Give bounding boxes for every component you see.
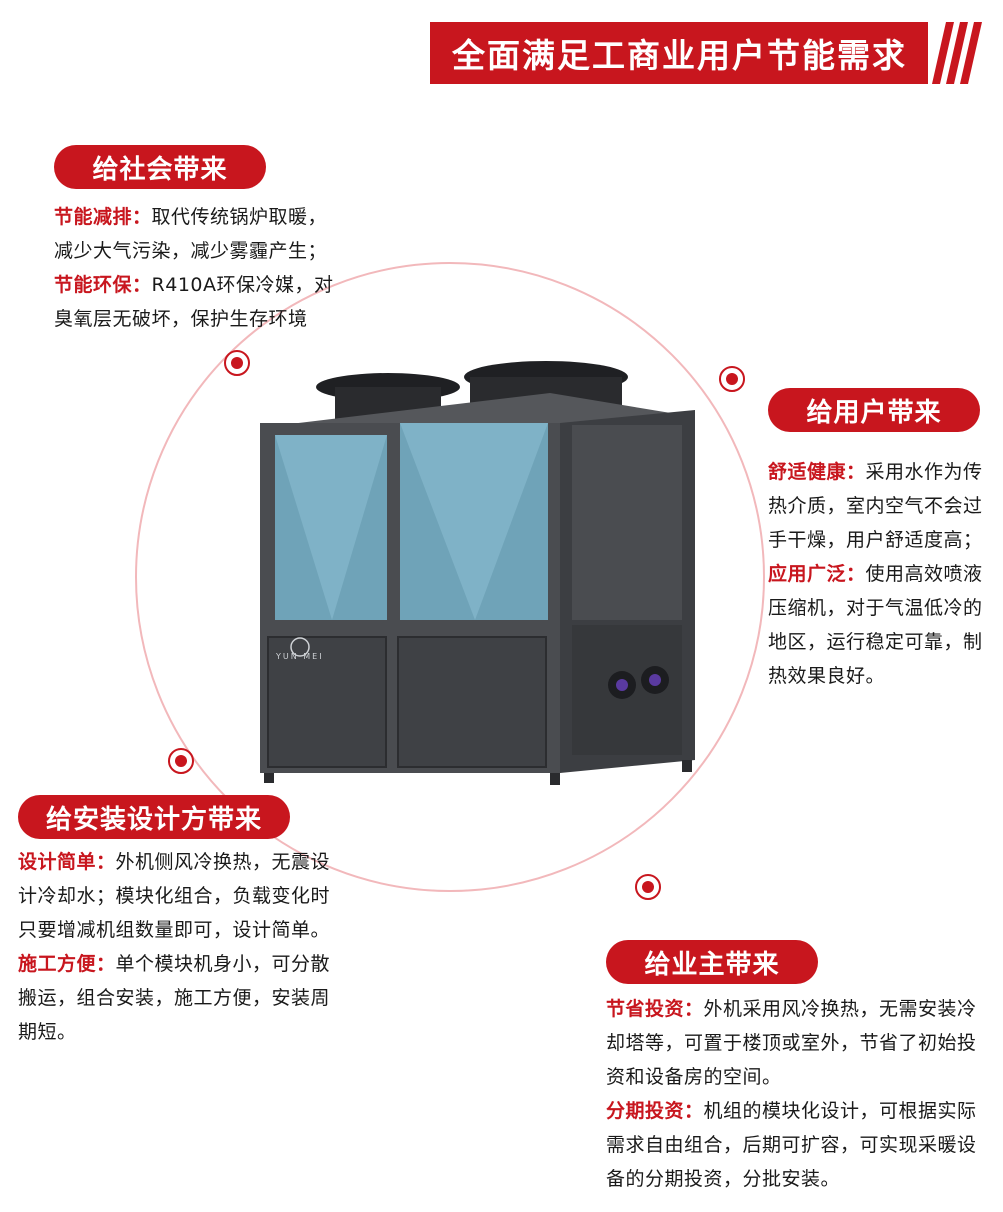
- society-item-2-line-1: R410A环保冷媒，对: [151, 274, 334, 296]
- installer-text: 设计简单：外机侧风冷换热，无震设 计冷却水；模块化组合，负载变化时 只要增减机组…: [18, 845, 358, 1049]
- brand-logo-text: YUN MEI: [276, 652, 324, 661]
- installer-heading-label: 给安装设计方带来: [45, 804, 262, 835]
- installer-item-2-key: 施工方便: [18, 953, 97, 975]
- user-text: 舒适健康：采用水作为传 热介质，室内空气不会过 手干燥，用户舒适度高； 应用广泛…: [768, 455, 998, 693]
- ring-marker-top-left: [224, 350, 250, 376]
- page-title: 全面满足工商业用户节能需求: [452, 36, 907, 75]
- user-item-1-line-1: 采用水作为传: [865, 461, 983, 483]
- user-heading-label: 给用户带来: [806, 397, 942, 428]
- installer-item-1-line-2: 计冷却水；模块化组合，负载变化时: [18, 885, 331, 907]
- user-item-2-line-4: 热效果良好。: [768, 665, 886, 687]
- owner-item-2-key: 分期投资: [606, 1100, 685, 1122]
- society-item-1-key: 节能减排: [54, 206, 133, 228]
- owner-item-1-line-1: 外机采用风冷换热，无需安装冷: [703, 998, 977, 1020]
- user-item-2-line-1: 使用高效喷液: [865, 563, 983, 585]
- ring-marker-bottom-right: [635, 874, 661, 900]
- installer-item-2-line-1: 单个模块机身小，可分散: [115, 953, 331, 975]
- heat-pump-unit-image: [260, 361, 695, 785]
- society-item-2-line-2: 臭氧层无破坏，保护生存环境: [54, 308, 308, 330]
- user-heading: 给用户带来: [768, 388, 980, 432]
- owner-item-1-line-3: 资和设备房的空间。: [606, 1066, 782, 1088]
- owner-heading: 给业主带来: [606, 940, 818, 984]
- ring-marker-bottom-left: [168, 748, 194, 774]
- user-item-1-sep: ：: [846, 461, 866, 483]
- installer-item-1-line-1: 外机侧风冷换热，无震设: [115, 851, 331, 873]
- banner-stripes-decoration: [928, 22, 988, 84]
- society-text: 节能减排：取代传统锅炉取暖， 减少大气污染，减少雾霾产生； 节能环保：R410A…: [54, 200, 354, 336]
- owner-item-2-line-3: 备的分期投资，分批安装。: [606, 1168, 841, 1190]
- society-heading-label: 给社会带来: [92, 154, 228, 185]
- installer-item-1-line-3: 只要增减机组数量即可，设计简单。: [18, 919, 331, 941]
- owner-item-1-key: 节省投资: [606, 998, 685, 1020]
- user-item-1-line-3: 手干燥，用户舒适度高；: [768, 529, 983, 551]
- owner-text: 节省投资：外机采用风冷换热，无需安装冷 却塔等，可置于楼顶或室外，节省了初始投 …: [606, 992, 1001, 1196]
- installer-item-2-sep: ：: [96, 953, 116, 975]
- installer-item-1-key: 设计简单: [18, 851, 97, 873]
- society-item-2-key: 节能环保: [54, 274, 133, 296]
- decorative-ring: [135, 262, 765, 892]
- society-item-2-sep: ：: [132, 274, 152, 296]
- owner-item-1-sep: ：: [684, 998, 704, 1020]
- owner-item-1-line-2: 却塔等，可置于楼顶或室外，节省了初始投: [606, 1032, 977, 1054]
- owner-item-2-line-2: 需求自由组合，后期可扩容，可实现采暖设: [606, 1134, 977, 1156]
- user-item-1-line-2: 热介质，室内空气不会过: [768, 495, 983, 517]
- user-item-2-line-2: 压缩机，对于气温低冷的: [768, 597, 983, 619]
- owner-item-2-sep: ：: [684, 1100, 704, 1122]
- ring-marker-top-right: [719, 366, 745, 392]
- installer-item-1-sep: ：: [96, 851, 116, 873]
- installer-item-2-line-2: 搬运，组合安装，施工方便，安装周: [18, 987, 331, 1009]
- installer-heading: 给安装设计方带来: [18, 795, 290, 839]
- user-item-2-key: 应用广泛: [768, 563, 847, 585]
- society-heading: 给社会带来: [54, 145, 266, 189]
- owner-heading-label: 给业主带来: [644, 949, 780, 980]
- society-item-1-sep: ：: [132, 206, 152, 228]
- user-item-2-line-3: 地区，运行稳定可靠，制: [768, 631, 983, 653]
- page-title-banner: 全面满足工商业用户节能需求: [430, 22, 950, 84]
- owner-item-2-line-1: 机组的模块化设计，可根据实际: [703, 1100, 977, 1122]
- society-item-1-line-1: 取代传统锅炉取暖，: [151, 206, 328, 228]
- user-item-2-sep: ：: [846, 563, 866, 585]
- installer-item-2-line-3: 期短。: [18, 1021, 77, 1043]
- user-item-1-key: 舒适健康: [768, 461, 847, 483]
- society-item-1-line-2: 减少大气污染，减少雾霾产生；: [54, 240, 328, 262]
